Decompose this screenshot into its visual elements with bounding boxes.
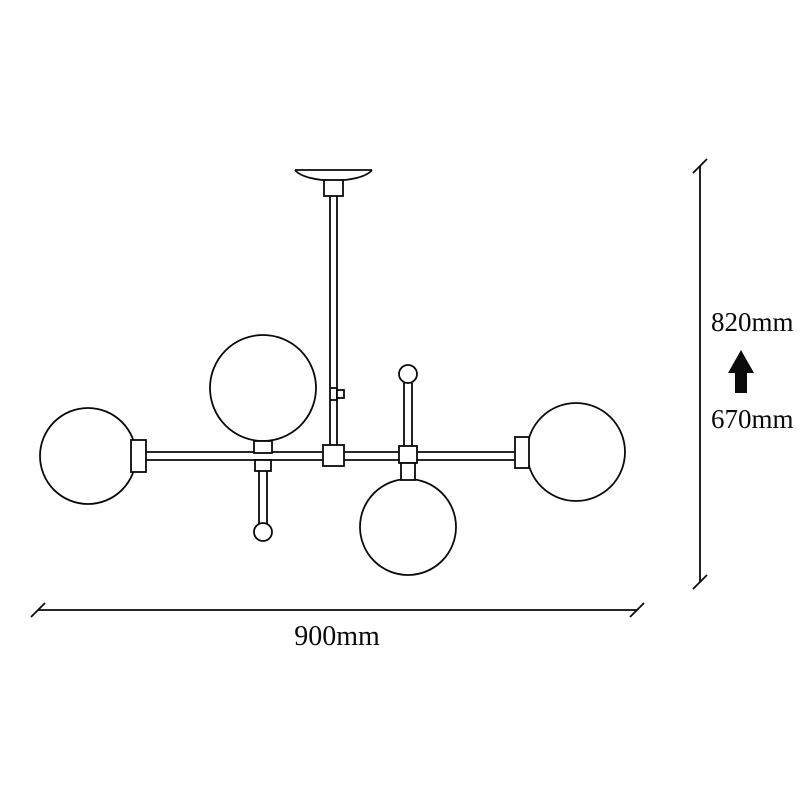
globe-lower	[359, 478, 457, 576]
upper-finial-stem	[398, 364, 418, 448]
drop-rod	[329, 196, 345, 446]
chandelier-drawing	[39, 169, 626, 576]
globe-left	[39, 407, 137, 505]
canopy-neck	[323, 179, 344, 197]
joint-lower-stem	[254, 459, 272, 472]
tick-top	[692, 158, 708, 174]
tick-right	[629, 602, 645, 618]
center-junction	[322, 444, 345, 467]
width-label: 900mm	[294, 621, 380, 652]
right-junction	[398, 445, 418, 464]
lower-finial-stem	[253, 461, 273, 542]
tick-left	[30, 602, 46, 618]
socket-right	[514, 436, 530, 469]
socket-upper-globe	[253, 440, 273, 454]
socket-lower-globe	[400, 462, 416, 481]
globe-upper	[209, 334, 317, 442]
socket-left	[130, 439, 147, 473]
dimension-width: 900mm	[30, 602, 645, 652]
height-max-label: 820mm	[711, 307, 794, 337]
height-min-label: 670mm	[711, 404, 794, 434]
upper-finial-ball	[398, 364, 418, 384]
lower-finial-ball	[253, 522, 273, 542]
up-arrow-icon	[728, 350, 754, 393]
rod-set-screw	[336, 389, 345, 399]
tick-bottom	[692, 574, 708, 590]
globe-right	[526, 402, 626, 502]
ceiling-canopy	[294, 169, 373, 197]
dimension-height: 820mm 670mm	[692, 158, 794, 590]
